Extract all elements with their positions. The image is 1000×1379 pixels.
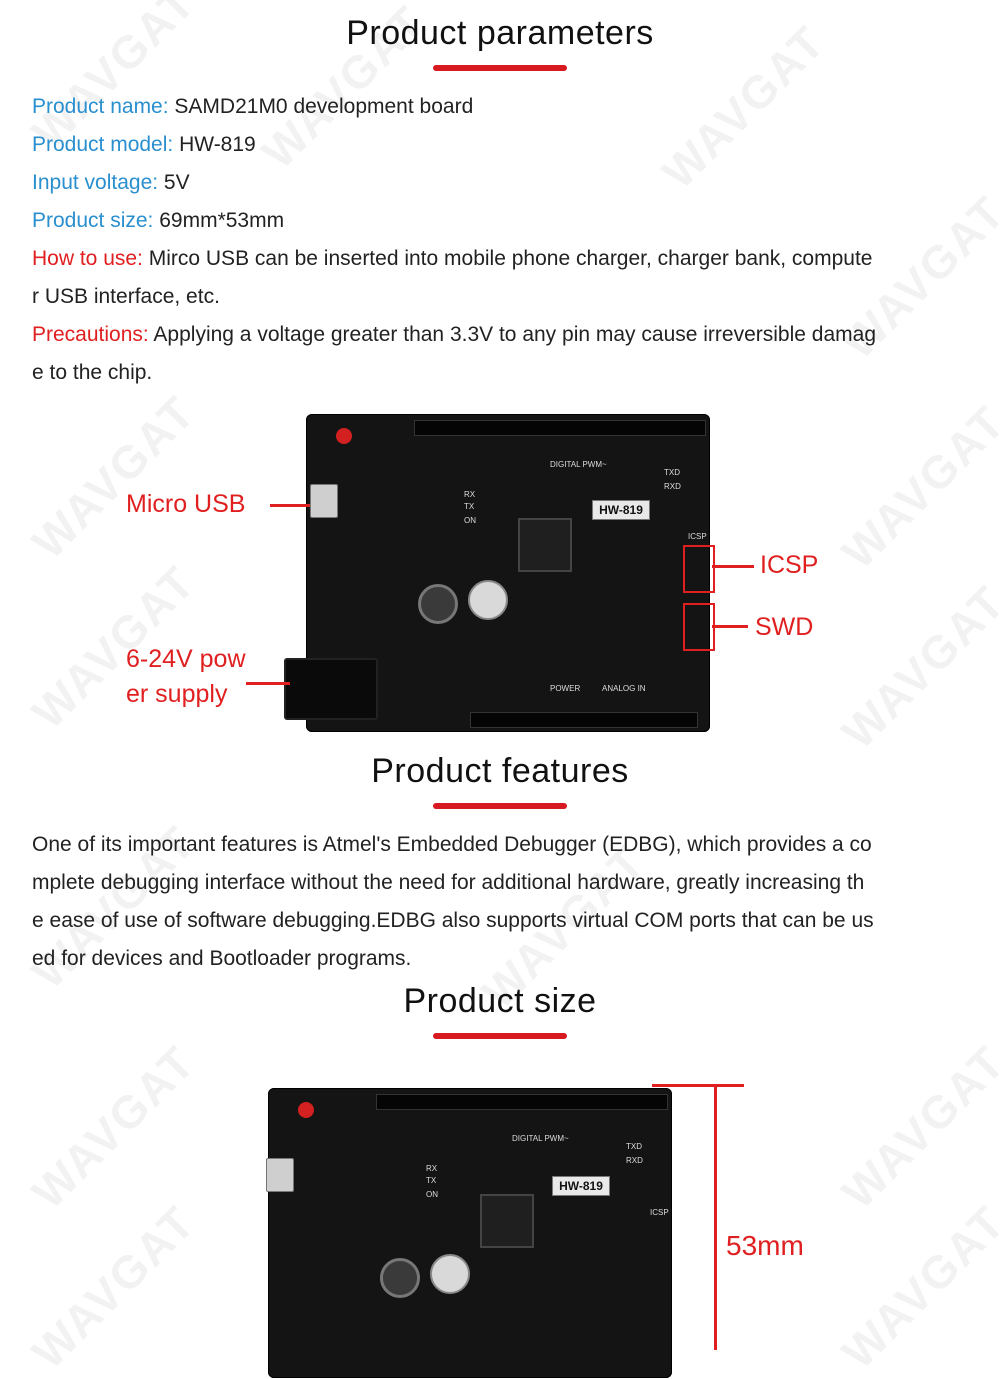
- power-label: POWER: [550, 684, 581, 693]
- mcu-chip-icon: [518, 518, 572, 572]
- power-jack-icon: [284, 658, 378, 720]
- dimension-top-tick: [652, 1084, 744, 1087]
- feature-text-line: One of its important features is Atmel's…: [32, 833, 872, 856]
- capacitor-icon: [430, 1254, 470, 1294]
- size-title-underline: [433, 1033, 567, 1039]
- parameter-label: Product size:: [32, 209, 154, 232]
- parameter-value: 69mm*53mm: [153, 209, 285, 232]
- watermark: WAVGAT: [831, 1035, 1000, 1219]
- parameter-line: Product name: SAMD21M0 development board: [32, 95, 473, 119]
- parameter-line: e to the chip.: [32, 361, 152, 385]
- power-header: [470, 712, 698, 728]
- parameter-line: r USB interface, etc.: [32, 285, 220, 309]
- parameter-line: Precautions: Applying a voltage greater …: [32, 323, 876, 347]
- features-title: Product features: [371, 752, 629, 790]
- board-image-main: DIGITAL PWM~ TXD RXD RX TX ON HW-819 ICS…: [284, 414, 710, 732]
- watermark: WAVGAT: [831, 1195, 1000, 1379]
- parameter-value: 5V: [158, 171, 190, 194]
- icsp-label: ICSP: [688, 532, 707, 541]
- features-title-underline: [433, 803, 567, 809]
- swd-highlight-box: [683, 603, 715, 651]
- parameter-label: Product name:: [32, 95, 169, 118]
- watermark: WAVGAT: [831, 575, 1000, 759]
- swd-pointer: [712, 625, 748, 628]
- capacitor-icon: [468, 580, 508, 620]
- icsp-highlight-box: [683, 545, 715, 593]
- rx-led-label: RX: [464, 490, 476, 499]
- watermark: WAVGAT: [21, 1035, 206, 1219]
- parameter-value: Applying a voltage greater than 3.3V to …: [148, 323, 876, 346]
- size-title: Product size: [403, 982, 597, 1020]
- feature-text-line: ed for devices and Bootloader programs.: [32, 947, 412, 970]
- micro-usb-pointer: [270, 504, 310, 507]
- digital-label: DIGITAL PWM~: [512, 1134, 569, 1143]
- parameter-value: Mirco USB can be inserted into mobile ph…: [142, 247, 873, 270]
- rxd-label: RXD: [626, 1156, 643, 1165]
- digital-header: [414, 420, 706, 436]
- analog-label: ANALOG IN: [602, 684, 646, 693]
- inductor-icon: [418, 584, 458, 624]
- parameters-title-underline: [433, 65, 567, 71]
- power-callout-line1: 6-24V pow: [126, 645, 246, 673]
- power-callout-line2: er supply: [126, 680, 228, 708]
- parameter-label: Input voltage:: [32, 171, 159, 194]
- parameter-line: Product size: 69mm*53mm: [32, 209, 284, 233]
- watermark: WAVGAT: [831, 395, 1000, 579]
- icsp-label: ICSP: [650, 1208, 669, 1217]
- tx-led-label: TX: [464, 502, 475, 511]
- feature-text-line: mplete debugging interface without the n…: [32, 871, 865, 894]
- rxd-label: RXD: [664, 482, 681, 491]
- tx-led-label: TX: [426, 1176, 437, 1185]
- power-pointer: [246, 682, 290, 685]
- rx-led-label: RX: [426, 1164, 438, 1173]
- parameter-label: Precautions:: [32, 323, 149, 346]
- parameter-value: HW-819: [173, 133, 256, 156]
- mcu-chip-icon: [480, 1194, 534, 1248]
- digital-label: DIGITAL PWM~: [550, 460, 607, 469]
- on-led-label: ON: [426, 1190, 438, 1199]
- txd-label: TXD: [664, 468, 680, 477]
- micro-usb-callout: Micro USB: [126, 490, 246, 518]
- icsp-pointer: [712, 565, 754, 568]
- parameter-value: e to the chip.: [32, 361, 153, 384]
- height-dimension-label: 53mm: [726, 1230, 804, 1261]
- micro-usb-port-icon: [310, 484, 338, 518]
- icsp-callout: ICSP: [760, 551, 819, 579]
- reset-button-icon: [336, 428, 352, 444]
- parameter-label: How to use:: [32, 247, 143, 270]
- feature-text-line: e ease of use of software debugging.EDBG…: [32, 909, 874, 932]
- on-led-label: ON: [464, 516, 476, 525]
- model-sticker: HW-819: [592, 500, 650, 520]
- watermark: WAVGAT: [21, 385, 206, 569]
- parameter-line: Product model: HW-819: [32, 133, 256, 157]
- micro-usb-port-icon: [266, 1158, 294, 1192]
- parameter-value: SAMD21M0 development board: [168, 95, 474, 118]
- parameter-line: How to use: Mirco USB can be inserted in…: [32, 247, 872, 271]
- txd-label: TXD: [626, 1142, 642, 1151]
- watermark: WAVGAT: [21, 1195, 206, 1379]
- inductor-icon: [380, 1258, 420, 1298]
- parameter-value: r USB interface, etc.: [32, 285, 220, 308]
- digital-header: [376, 1094, 668, 1110]
- dimension-vertical-line: [714, 1084, 717, 1350]
- swd-callout: SWD: [755, 613, 814, 641]
- parameter-label: Product model:: [32, 133, 174, 156]
- parameter-line: Input voltage: 5V: [32, 171, 190, 195]
- parameters-title: Product parameters: [346, 14, 654, 52]
- board-image-size: DIGITAL PWM~ TXD RXD RX TX ON HW-819 ICS…: [266, 1088, 672, 1378]
- reset-button-icon: [298, 1102, 314, 1118]
- model-sticker: HW-819: [552, 1176, 610, 1196]
